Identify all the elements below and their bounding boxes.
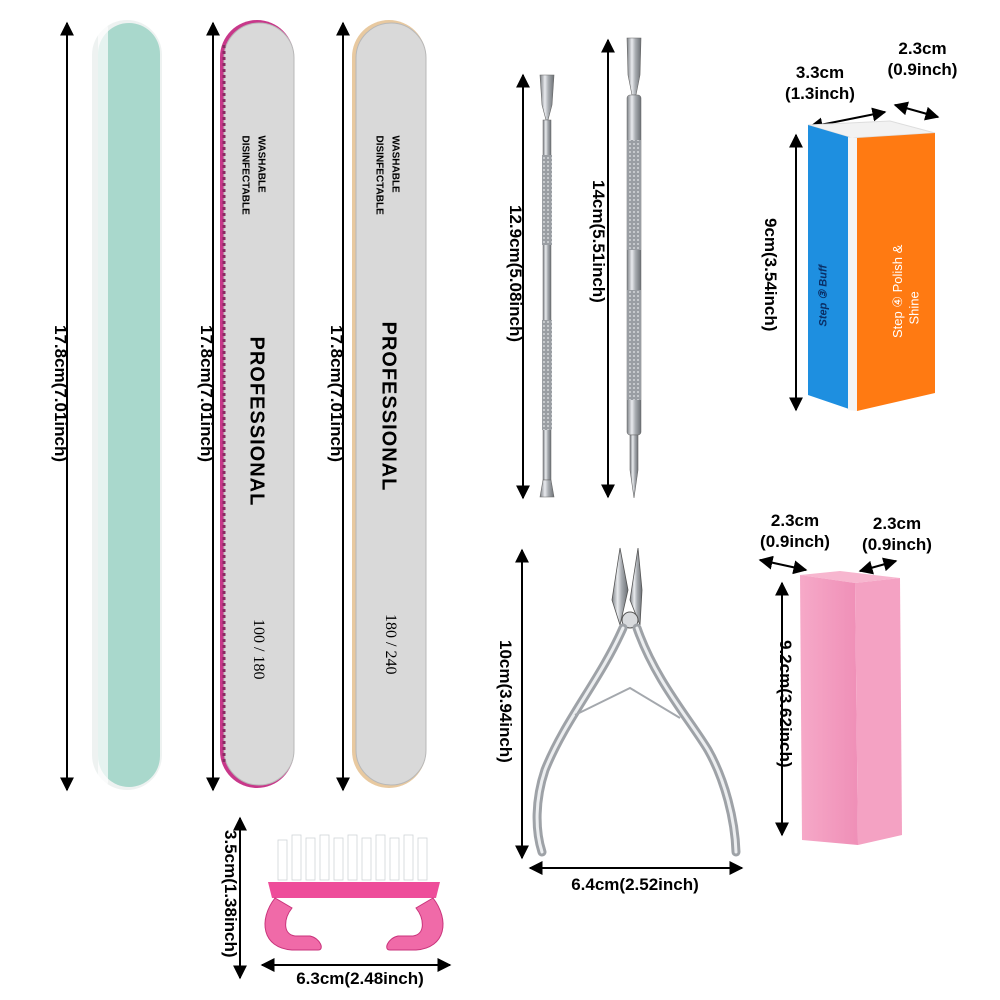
pink-sanding-block: 2.3cm (0.9inch) 2.3cm (0.9inch) 9.2cm(3.… (740, 505, 970, 850)
nail-file-100-180-graphic (206, 20, 295, 792)
file-180-240-washable-text: WASHABLE (389, 135, 401, 193)
buffer-depth-in: (0.9inch) (887, 60, 958, 79)
pink-block-depth-cm: 2.3cm (872, 514, 922, 533)
nail-brush: 3.5cm(1.38inch) 6.3cm(2.48inch) (200, 800, 480, 995)
buffer-side-text: Step ③ Buff (817, 264, 830, 327)
pink-sanding-block-graphic (758, 555, 902, 845)
file-180-240-grit-text: 180 / 240 (382, 614, 399, 675)
green-file-length-label: 17.8cm(7.01inch) (51, 325, 70, 463)
pink-block-depth-in: (0.9inch) (862, 535, 932, 554)
buffer-block: 3.3cm (1.3inch) 2.3cm (0.9inch) 9cm(3.54… (760, 35, 985, 415)
buffer-height-label: 9cm(3.54inch) (761, 218, 780, 332)
cuticle-pusher-short-graphic (516, 73, 555, 500)
buffer-width-cm: 3.3cm (795, 63, 845, 82)
file-100-180-washable-text: WASHABLE (255, 135, 267, 193)
buffer-block-graphic (789, 101, 940, 412)
file-100-180-disinfectable-text: DISINFECTABLE (239, 135, 251, 215)
cuticle-pusher-long: 14cm(5.51inch) (580, 30, 670, 510)
cuticle-pusher-short: 12.9cm(5.08inch) (490, 60, 580, 510)
file-180-240-brand-text: PROFESSIONAL (377, 321, 400, 492)
buffer-depth-cm: 2.3cm (898, 39, 947, 58)
pusher-long-length-label: 14cm(5.51inch) (589, 180, 608, 303)
nail-file-180-240-graphic (336, 20, 427, 792)
file-100-180-length-label: 17.8cm(7.01inch) (197, 325, 216, 463)
nail-file-180-240: 17.8cm(7.01inch) WASHABLE DISINFECTABLE … (310, 15, 440, 795)
file-180-240-length-label: 17.8cm(7.01inch) (327, 325, 346, 463)
buffer-front-text-2: Shine (906, 291, 922, 325)
cuticle-pusher-long-graphic (601, 37, 642, 499)
nipper-width-label: 6.4cm(2.52inch) (571, 875, 699, 894)
file-100-180-brand-text: PROFESSIONAL (245, 336, 268, 507)
buffer-depth-label: 2.3cm (0.9inch) (865, 38, 980, 80)
buffer-width-label: 3.3cm (1.3inch) (760, 62, 880, 104)
brush-height-label: 3.5cm(1.38inch) (221, 830, 240, 958)
pink-block-height-label: 9.2cm(3.62inch) (776, 640, 795, 768)
pink-block-depth-label: 2.3cm (0.9inch) (842, 513, 952, 555)
cuticle-nipper-graphic (515, 547, 744, 875)
nail-file-100-180: 17.8cm(7.01inch) WASHABLE DISINFECTABLE … (180, 15, 310, 795)
nipper-height-label: 10cm(3.94inch) (496, 640, 515, 763)
file-100-180-grit-text: 100 / 180 (250, 619, 267, 680)
pink-block-width-in: (0.9inch) (760, 532, 830, 551)
cuticle-nipper: 10cm(3.94inch) 6.4cm(2.52inch) (480, 540, 760, 900)
pusher-short-length-label: 12.9cm(5.08inch) (506, 205, 525, 343)
brush-width-label: 6.3cm(2.48inch) (296, 969, 424, 988)
pink-block-width-cm: 2.3cm (770, 511, 820, 530)
buffer-front-text-1: Step ④ Polish & (890, 244, 905, 338)
green-nail-file-graphic (60, 20, 162, 792)
green-nail-file: 17.8cm(7.01inch) (30, 15, 180, 795)
nail-brush-graphic (233, 816, 452, 980)
file-180-240-disinfectable-text: DISINFECTABLE (373, 135, 385, 215)
pink-block-width-label: 2.3cm (0.9inch) (740, 510, 850, 552)
buffer-width-in: (1.3inch) (785, 84, 855, 103)
